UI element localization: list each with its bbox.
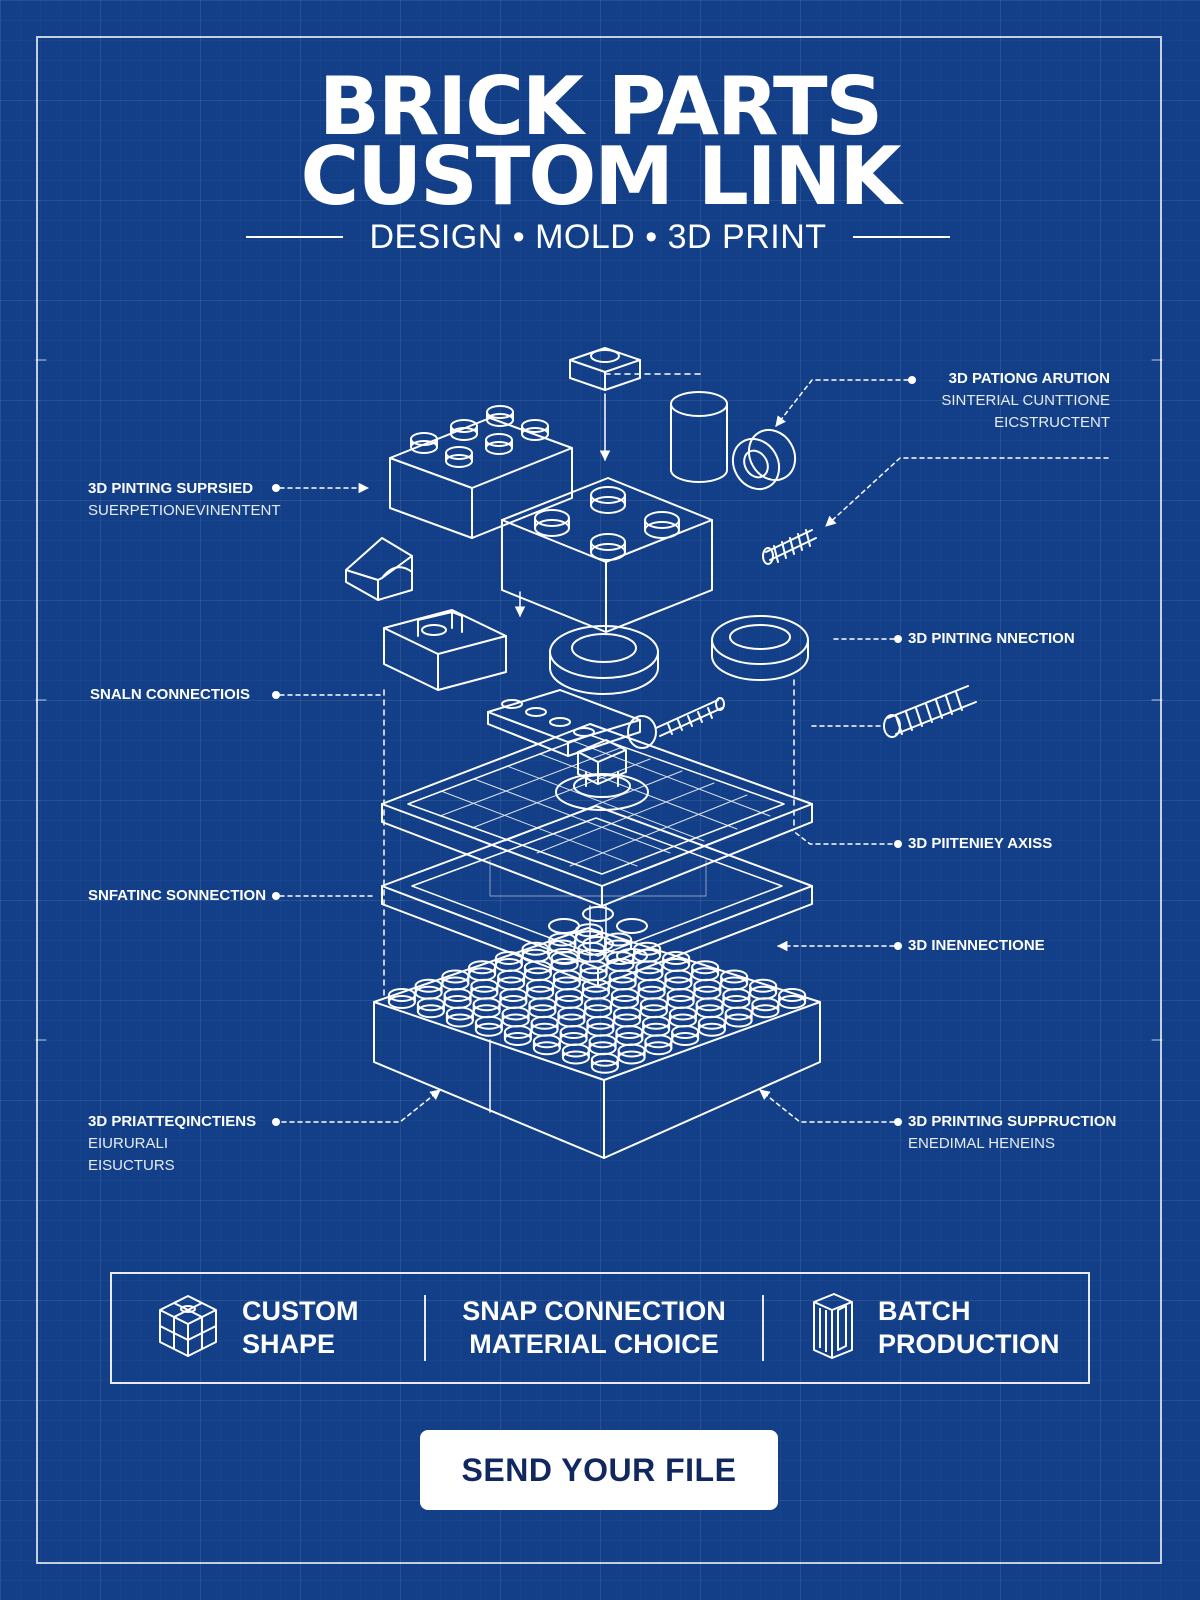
connector-block-part	[383, 609, 507, 691]
feature-snap-material-text: SNAP CONNECTION MATERIAL CHOICE	[462, 1295, 726, 1361]
callout-left-1: 3D PINTING SUPRSIED SUERPETIONEVINENTENT	[88, 478, 281, 522]
callout-left-2-line1: SNALN CONNECTIOIS	[90, 686, 251, 703]
callout-right-1: 3D PINTING NNECTION	[908, 628, 1075, 650]
tagline-rule-left	[246, 236, 344, 238]
title-line-2: CUSTOM LINK	[300, 130, 901, 223]
callout-right-3: 3D INENNECTIONE	[908, 935, 1045, 957]
feature-custom-shape-text: CUSTOM SHAPE	[242, 1295, 359, 1361]
features-bar: CUSTOM SHAPE SNAP CONNECTION MATERIAL CH…	[110, 1272, 1090, 1384]
feature-snap-line1: SNAP CONNECTION	[462, 1296, 726, 1326]
feature-batch-production: BATCH PRODUCTION	[764, 1274, 1070, 1382]
callout-left-3-line1: SNFATINC SONNECTION	[88, 887, 267, 904]
cylinder-part	[670, 391, 728, 483]
base-plate-studs	[387, 923, 807, 1074]
ring-part	[549, 625, 659, 695]
washer-part	[711, 615, 809, 681]
brick-2x2-part	[501, 477, 713, 633]
middle-frame-part	[381, 805, 813, 987]
feature-batch-text: BATCH PRODUCTION	[878, 1295, 1060, 1361]
build-plate-part	[381, 723, 813, 907]
tagline: DESIGN • MOLD • 3D PRINT	[369, 217, 827, 256]
feature-batch-line1: BATCH	[878, 1296, 971, 1326]
title-block: BRICK PARTS CUSTOM LINK	[0, 60, 1200, 223]
callout-right-1-line1: 3D PINTING NNECTION	[908, 630, 1075, 647]
callout-left-4-line1: 3D PRIATTEQINCTIENS	[88, 1113, 257, 1130]
callout-top-right-line2: SINTERIAL CUNTTIONE	[941, 392, 1110, 409]
small-spring-part	[762, 529, 817, 565]
tagline-row: DESIGN • MOLD • 3D PRINT	[246, 212, 950, 262]
feature-snap-line2: MATERIAL CHOICE	[469, 1329, 719, 1359]
cube-icon	[156, 1292, 220, 1364]
feature-batch-line2: PRODUCTION	[878, 1329, 1060, 1359]
callout-left-4-line2: EIURURALI	[88, 1135, 169, 1152]
callout-left-4-line3: EISUCTURS	[88, 1157, 175, 1174]
callout-left-3: SNFATINC SONNECTION	[88, 885, 266, 907]
feature-custom-shape: CUSTOM SHAPE	[112, 1274, 424, 1382]
arch-brick-part	[345, 537, 413, 601]
callout-right-2-line1: 3D PIITENIEY AXISS	[908, 835, 1053, 852]
brick-stack-icon	[810, 1292, 856, 1364]
brick-2x4-part	[389, 405, 573, 539]
callout-left-2: SNALN CONNECTIOIS	[90, 684, 250, 706]
small-cap-part	[569, 347, 641, 391]
callout-left-1-line2: SUERPETIONEVINENTENT	[88, 502, 281, 519]
callout-left-1-line1: 3D PINTING SUPRSIED	[88, 480, 254, 497]
callout-right-3-line1: 3D INENNECTIONE	[908, 937, 1045, 954]
blueprint-frame	[36, 36, 1162, 1564]
feature-custom-shape-line1: CUSTOM	[242, 1296, 359, 1326]
nozzle-part	[731, 428, 797, 491]
callout-right-4: 3D PRINTING SUPPRUCTION ENEDIMAL HENEINS	[908, 1111, 1116, 1155]
callout-top-right-line1: 3D PATIONG ARUTION	[948, 370, 1110, 387]
title-line-1: BRICK PARTS	[318, 60, 883, 153]
tagline-rule-right	[852, 236, 950, 238]
feature-divider-2	[762, 1295, 764, 1361]
callout-right-4-line2: ENEDIMAL HENEINS	[908, 1135, 1055, 1152]
feature-divider-1	[424, 1295, 426, 1361]
send-file-button[interactable]: SEND YOUR FILE	[420, 1430, 778, 1510]
feature-snap-material: SNAP CONNECTION MATERIAL CHOICE	[426, 1274, 762, 1382]
callout-right-4-line1: 3D PRINTING SUPPRUCTION	[908, 1113, 1117, 1130]
callout-top-right: 3D PATIONG ARUTION SINTERIAL CUNTTIONE E…	[886, 368, 1110, 434]
feature-custom-shape-line2: SHAPE	[242, 1329, 336, 1359]
callout-top-right-line3: EICSTRUCTENT	[994, 414, 1110, 431]
callout-left-4: 3D PRIATTEQINCTIENS EIURURALI EISUCTURS	[88, 1111, 256, 1177]
large-spring-part	[883, 685, 977, 738]
callout-right-2: 3D PIITENIEY AXISS	[908, 833, 1052, 855]
